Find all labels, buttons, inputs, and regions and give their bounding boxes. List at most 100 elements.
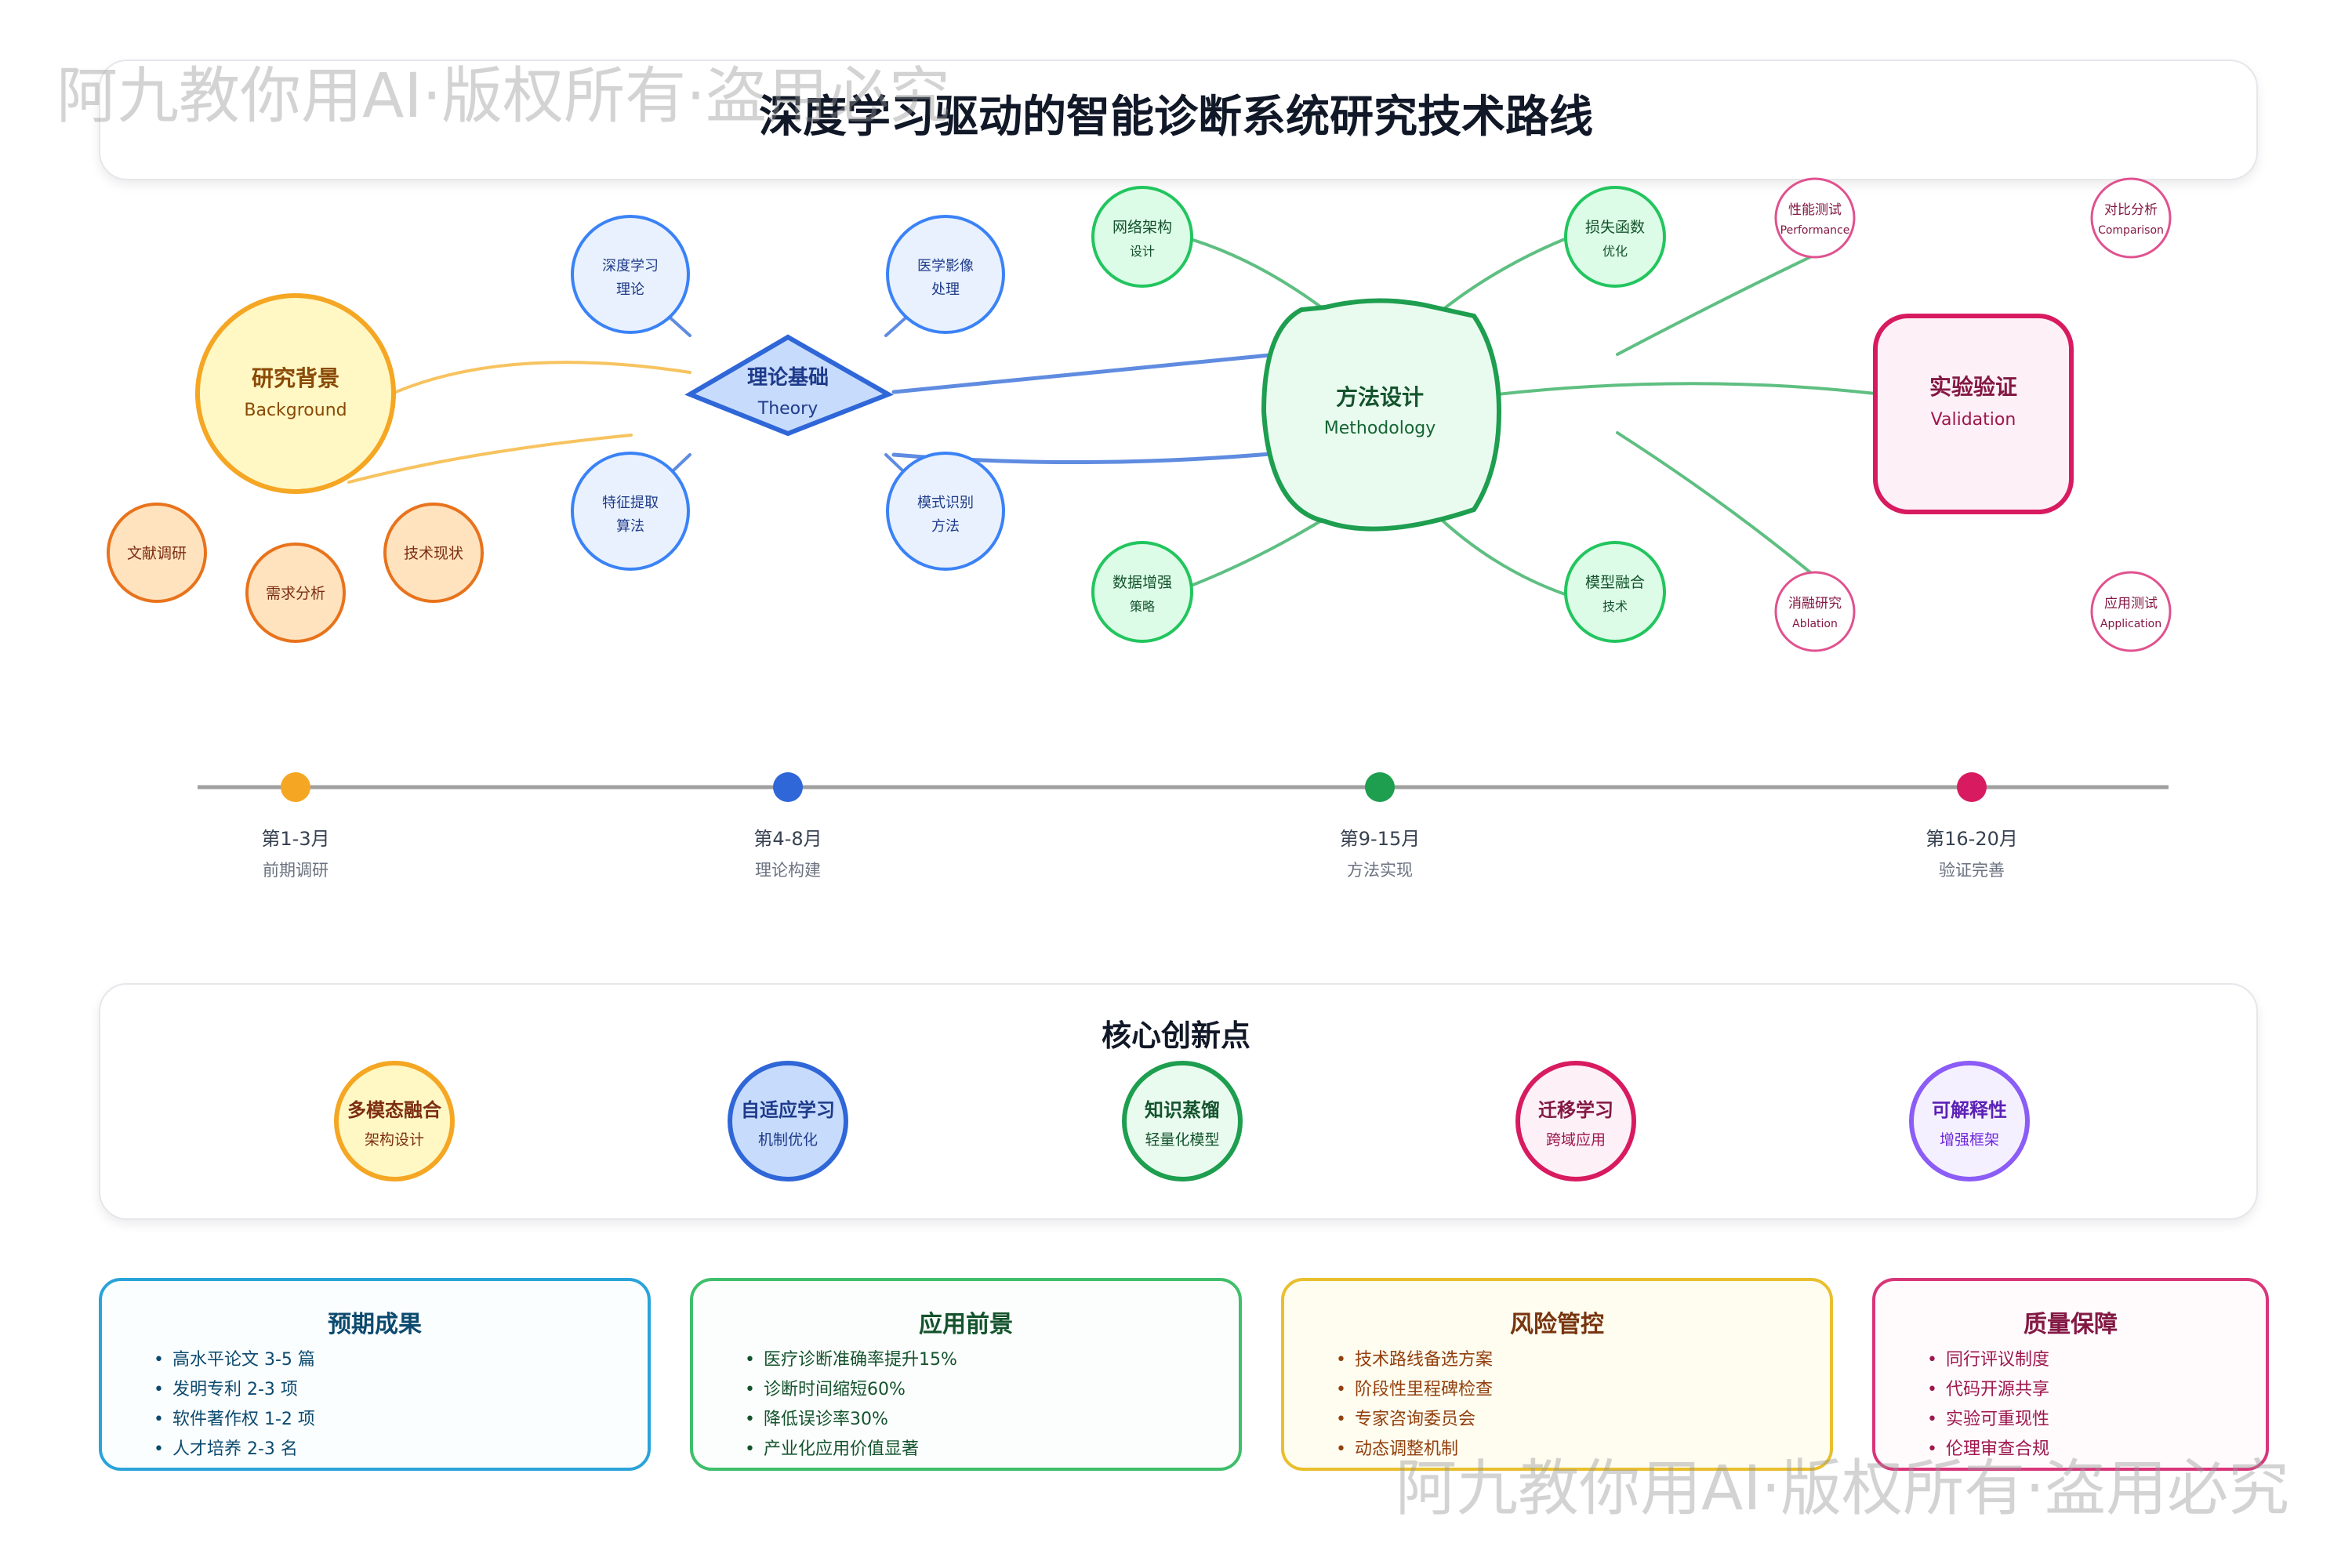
theory-title: 理论基础 xyxy=(747,366,829,390)
card-risk-control: 风险管控 技术路线备选方案 阶段性里程碑检查 专家咨询委员会 动态调整机制 xyxy=(1281,1278,1833,1471)
validation-child-comparison xyxy=(2090,177,2172,259)
node-label: 多模态融合 xyxy=(347,1099,442,1121)
node-label: 验证完善 xyxy=(1939,861,2005,880)
list-item: 阶段性里程碑检查 xyxy=(1336,1375,1493,1405)
validation-title: 实验验证 xyxy=(1929,374,2017,400)
validation-child-performance xyxy=(1774,177,1856,259)
connector-theory-method-1 xyxy=(891,352,1280,394)
card-list: 同行评议制度 代码开源共享 实验可重现性 伦理审查合规 xyxy=(1927,1345,2049,1465)
timeline-dot-2 xyxy=(773,772,803,802)
card-expected-results: 预期成果 高水平论文 3-5 篇 发明专利 2-3 项 软件著作权 1-2 项 … xyxy=(99,1278,651,1471)
node-label: 模型融合 xyxy=(1585,574,1645,591)
innovation-transfer xyxy=(1515,1061,1636,1181)
node-label: 性能测试 xyxy=(1788,202,1842,218)
card-list: 高水平论文 3-5 篇 发明专利 2-3 项 软件著作权 1-2 项 人才培养 … xyxy=(154,1345,315,1465)
node-label: 文献调研 xyxy=(127,545,187,562)
method-subtitle: Methodology xyxy=(1324,419,1436,438)
method-node xyxy=(1261,298,1502,532)
node-label: 处理 xyxy=(931,281,960,298)
background-child-status xyxy=(383,503,484,603)
validation-children: 性能测试 Performance 对比分析 Comparison 消融研究 Ab… xyxy=(1774,177,2172,652)
list-item: 高水平论文 3-5 篇 xyxy=(154,1345,315,1375)
connector-background-theory-1 xyxy=(394,361,691,394)
innovation-explainability xyxy=(1909,1061,2030,1181)
list-item: 实验可重现性 xyxy=(1927,1405,2049,1435)
method-child-network xyxy=(1091,186,1193,288)
background-child-requirement xyxy=(245,543,346,643)
node-label: 方法实现 xyxy=(1347,861,1413,880)
background-child-literature xyxy=(107,503,207,603)
background-subtitle: Background xyxy=(244,401,347,420)
list-item: 动态调整机制 xyxy=(1336,1435,1493,1465)
connector-background-theory-2 xyxy=(347,434,633,484)
node-label: 理论 xyxy=(616,281,644,298)
innovation-adaptive xyxy=(728,1061,848,1181)
list-item: 人才培养 2-3 名 xyxy=(154,1435,315,1465)
list-item: 技术路线备选方案 xyxy=(1336,1345,1493,1375)
theory-child-feature-extraction xyxy=(571,452,690,571)
theory-node xyxy=(684,334,894,437)
node-label: 特征提取 xyxy=(602,495,659,511)
node-label: 第9-15月 xyxy=(1340,828,1420,850)
list-item: 诊断时间缩短60% xyxy=(745,1375,957,1405)
timeline-milestones: 第1-3月 前期调研 第4-8月 理论构建 第9-15月 方法实现 第16-20… xyxy=(261,772,2018,880)
node-label: 策略 xyxy=(1130,599,1155,614)
method-title: 方法设计 xyxy=(1336,384,1424,410)
list-item: 伦理审查合规 xyxy=(1927,1435,2049,1465)
innovations-title: 核心创新点 xyxy=(1101,1018,1250,1053)
node-label: Ablation xyxy=(1792,618,1838,630)
method-child-fusion xyxy=(1564,541,1666,643)
node-label: 消融研究 xyxy=(1788,596,1842,612)
connector-validation-ablation xyxy=(1616,431,1817,578)
connector-method-validation xyxy=(1482,382,1877,397)
node-label: 架构设计 xyxy=(365,1131,424,1149)
node-label: 迁移学习 xyxy=(1538,1099,1613,1121)
node-label: 算法 xyxy=(616,518,644,535)
node-label: 技术 xyxy=(1602,599,1628,614)
theory-subtitle: Theory xyxy=(757,399,818,419)
watermark-bottom: 阿九教你用AI·版权所有·盗用必究 xyxy=(1396,1454,2289,1524)
node-label: 设计 xyxy=(1130,244,1155,259)
method-child-augmentation xyxy=(1091,541,1193,643)
node-label: 医学影像 xyxy=(917,258,974,274)
list-item: 代码开源共享 xyxy=(1927,1375,2049,1405)
theory-child-deep-learning xyxy=(571,215,690,334)
node-label: 对比分析 xyxy=(2104,202,2158,218)
card-application-prospects: 应用前景 医疗诊断准确率提升15% 诊断时间缩短60% 降低误诊率30% 产业化… xyxy=(690,1278,1242,1471)
page-title: 深度学习驱动的智能诊断系统研究技术路线 xyxy=(759,92,1593,143)
innovation-distillation xyxy=(1122,1061,1243,1181)
list-item: 医疗诊断准确率提升15% xyxy=(745,1345,957,1375)
header-panel xyxy=(99,60,2258,180)
node-label: 机制优化 xyxy=(758,1131,818,1149)
card-list: 医疗诊断准确率提升15% 诊断时间缩短60% 降低误诊率30% 产业化应用价值显… xyxy=(745,1345,957,1465)
node-label: 损失函数 xyxy=(1585,219,1645,236)
node-label: Comparison xyxy=(2098,224,2164,237)
method-children: 网络架构 设计 损失函数 优化 数据增强 策略 模型融合 技术 xyxy=(1091,186,1666,643)
card-title: 质量保障 xyxy=(2024,1311,2118,1338)
background-children: 文献调研 需求分析 技术现状 xyxy=(107,503,484,643)
card-title: 预期成果 xyxy=(328,1311,422,1338)
validation-child-application xyxy=(2090,571,2172,652)
node-label: 方法 xyxy=(931,518,960,535)
list-item: 降低误诊率30% xyxy=(745,1405,957,1435)
node-label: Application xyxy=(2100,618,2161,630)
node-label: 自适应学习 xyxy=(741,1099,835,1121)
node-label: 知识蒸馏 xyxy=(1145,1099,1220,1121)
validation-subtitle: Validation xyxy=(1931,410,2016,430)
list-item: 产业化应用价值显著 xyxy=(745,1435,957,1465)
validation-child-ablation xyxy=(1774,571,1856,652)
node-label: 第16-20月 xyxy=(1926,828,2018,850)
theory-children: 深度学习 理论 医学影像 处理 特征提取 算法 模式识别 方法 xyxy=(571,215,1005,571)
innovation-multimodal xyxy=(334,1061,455,1181)
theory-child-medical-imaging xyxy=(886,215,1005,334)
node-label: 第1-3月 xyxy=(261,828,329,850)
node-label: 可解释性 xyxy=(1932,1099,2007,1121)
validation-node xyxy=(1873,314,2074,514)
node-label: 跨域应用 xyxy=(1546,1131,1606,1149)
timeline-dot-1 xyxy=(281,772,310,802)
theory-child-pattern-recognition xyxy=(886,452,1005,571)
node-label: 轻量化模型 xyxy=(1145,1131,1219,1149)
list-item: 专家咨询委员会 xyxy=(1336,1405,1493,1435)
node-label: 优化 xyxy=(1602,244,1628,259)
node-label: 模式识别 xyxy=(917,495,974,511)
